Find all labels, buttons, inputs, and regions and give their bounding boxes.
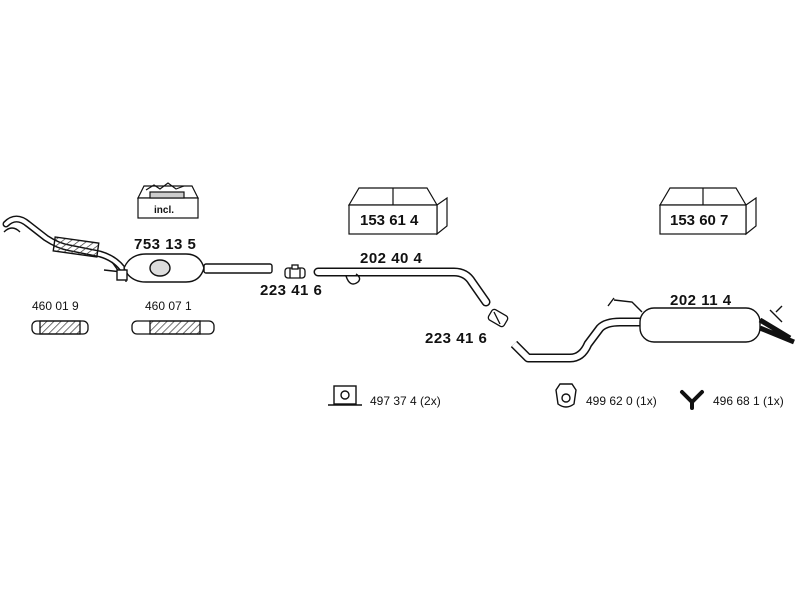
clamp-b [487, 308, 509, 328]
bracket-icon [328, 385, 362, 406]
flex-pipe-460-07-1 [131, 320, 215, 335]
part-number-rear-silencer: 202 11 4 [670, 292, 732, 309]
part-number-front-pipe: 753 13 5 [134, 236, 197, 253]
part-number-flex-1: 460 01 9 [32, 299, 79, 313]
clamp-a [284, 264, 306, 279]
kit-label-153-61-4: 153 61 4 [360, 212, 419, 229]
kit-label-incl: incl. [154, 205, 175, 216]
part-number-clamp-a: 223 41 6 [260, 282, 323, 299]
part-number-flex-2: 460 07 1 [145, 299, 192, 313]
flex-pipe-460-01-9 [31, 320, 89, 335]
middle-pipe [313, 267, 491, 307]
kit-label-153-60-7: 153 60 7 [670, 212, 729, 229]
part-number-middle-pipe: 202 40 4 [360, 250, 423, 267]
y-hanger-icon [680, 390, 704, 410]
kit-box-incl [137, 182, 199, 219]
kit-box-153-61-4 [347, 187, 448, 236]
accessory-label-bracket: 497 37 4 (2x) [370, 394, 441, 408]
rubber-ring-icon [555, 383, 577, 408]
front-pipe-catalytic-converter [2, 215, 273, 283]
accessory-label-rubber-ring: 499 62 0 (1x) [586, 394, 657, 408]
rear-silencer [510, 297, 795, 363]
kit-box-153-60-7 [658, 187, 757, 236]
part-number-clamp-b: 223 41 6 [425, 330, 488, 347]
accessory-label-y-hanger: 496 68 1 (1x) [713, 394, 784, 408]
